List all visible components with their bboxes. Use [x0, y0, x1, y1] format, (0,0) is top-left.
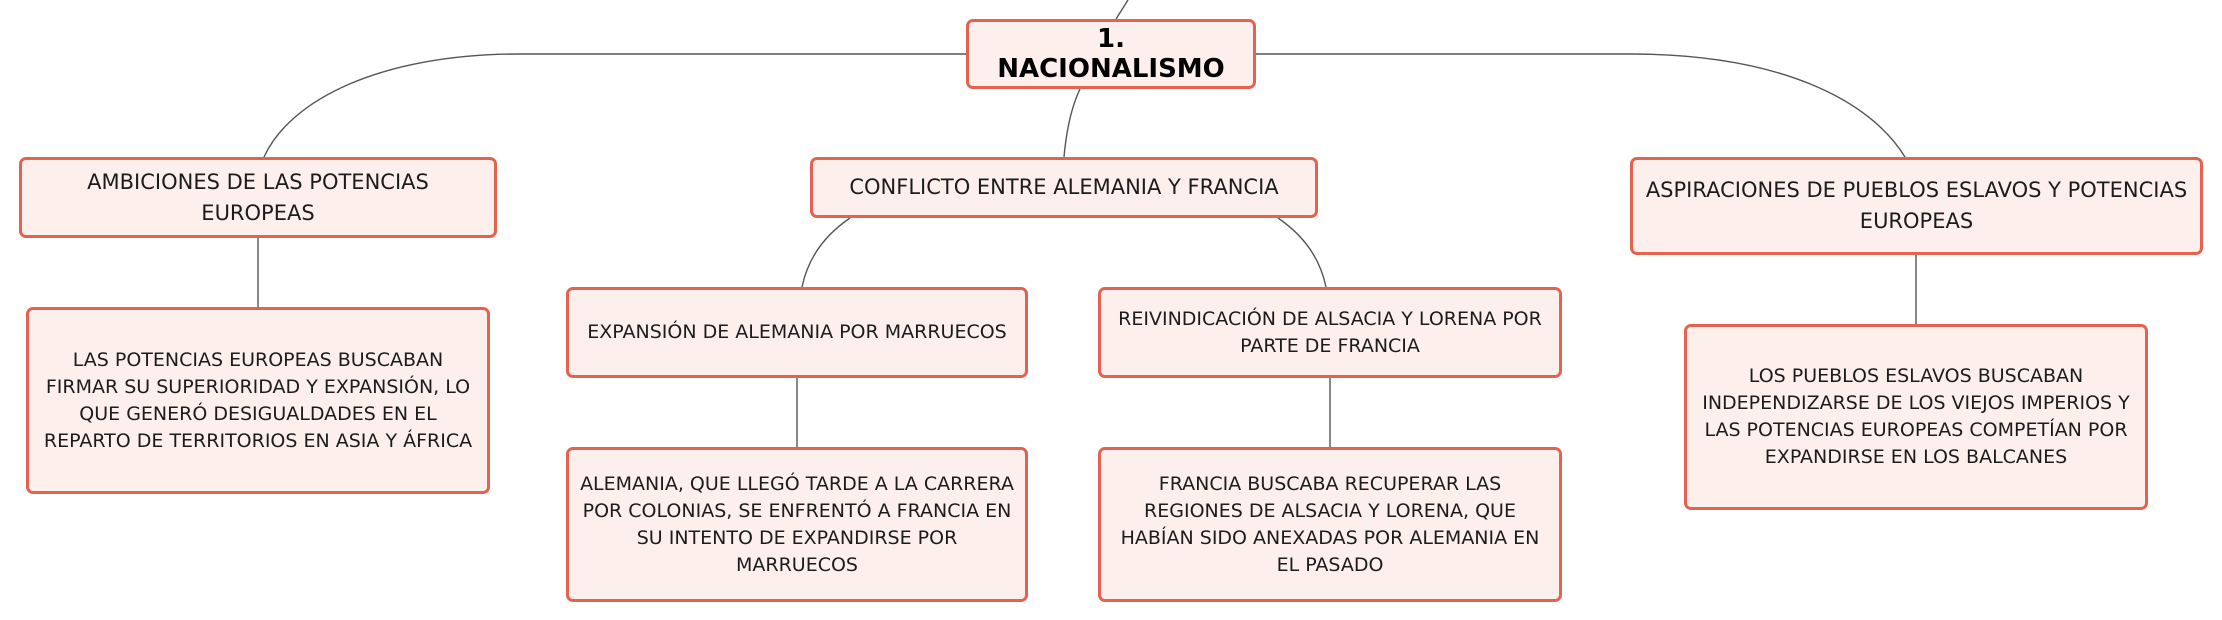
detail-node-text: LOS PUEBLOS ESLAVOS BUSCABAN INDEPENDIZA… [1702, 365, 2130, 468]
branch-node-label: CONFLICTO ENTRE ALEMANIA Y FRANCIA [849, 175, 1279, 199]
connector-root-center [1063, 88, 1081, 158]
connector-center-sub-a [801, 217, 851, 288]
detail-node-text: ALEMANIA, QUE LLEGÓ TARDE A LA CARRERA P… [580, 472, 1014, 576]
sub-node-label: EXPANSIÓN DE ALEMANIA POR MARRUECOS [587, 321, 1007, 343]
detail-node-expansion-marruecos[interactable]: ALEMANIA, QUE LLEGÓ TARDE A LA CARRERA P… [566, 447, 1028, 602]
branch-node-label: AMBICIONES DE LAS POTENCIAS EUROPEAS [87, 169, 429, 225]
detail-node-ambiciones[interactable]: LAS POTENCIAS EUROPEAS BUSCABAN FIRMAR S… [26, 307, 490, 494]
root-node-nacionalismo[interactable]: 1. NACIONALISMO [966, 19, 1256, 89]
detail-node-text: LAS POTENCIAS EUROPEAS BUSCABAN FIRMAR S… [43, 348, 473, 452]
detail-node-aspiraciones[interactable]: LOS PUEBLOS ESLAVOS BUSCABAN INDEPENDIZA… [1684, 324, 2148, 510]
sub-node-expansion-marruecos[interactable]: EXPANSIÓN DE ALEMANIA POR MARRUECOS [566, 287, 1028, 378]
connector-center-sub-b [1277, 217, 1327, 288]
connector-root-right [1256, 53, 1906, 158]
sub-node-alsacia-lorena[interactable]: REIVINDICACIÓN DE ALSACIA Y LORENA POR P… [1098, 287, 1562, 378]
connector-root-left [263, 53, 966, 158]
branch-node-label: ASPIRACIONES DE PUEBLOS ESLAVOS Y POTENC… [1645, 178, 2188, 233]
detail-node-alsacia-lorena[interactable]: FRANCIA BUSCABA RECUPERAR LAS REGIONES D… [1098, 447, 1562, 602]
branch-node-aspiraciones[interactable]: ASPIRACIONES DE PUEBLOS ESLAVOS Y POTENC… [1630, 157, 2203, 255]
root-node-label: 1. NACIONALISMO [997, 24, 1225, 84]
branch-node-conflicto[interactable]: CONFLICTO ENTRE ALEMANIA Y FRANCIA [810, 157, 1318, 218]
connector-root-parent [1115, 0, 1129, 20]
detail-node-text: FRANCIA BUSCABA RECUPERAR LAS REGIONES D… [1120, 472, 1540, 576]
sub-node-label: REIVINDICACIÓN DE ALSACIA Y LORENA POR P… [1118, 307, 1542, 357]
branch-node-ambiciones[interactable]: AMBICIONES DE LAS POTENCIAS EUROPEAS [19, 157, 497, 238]
